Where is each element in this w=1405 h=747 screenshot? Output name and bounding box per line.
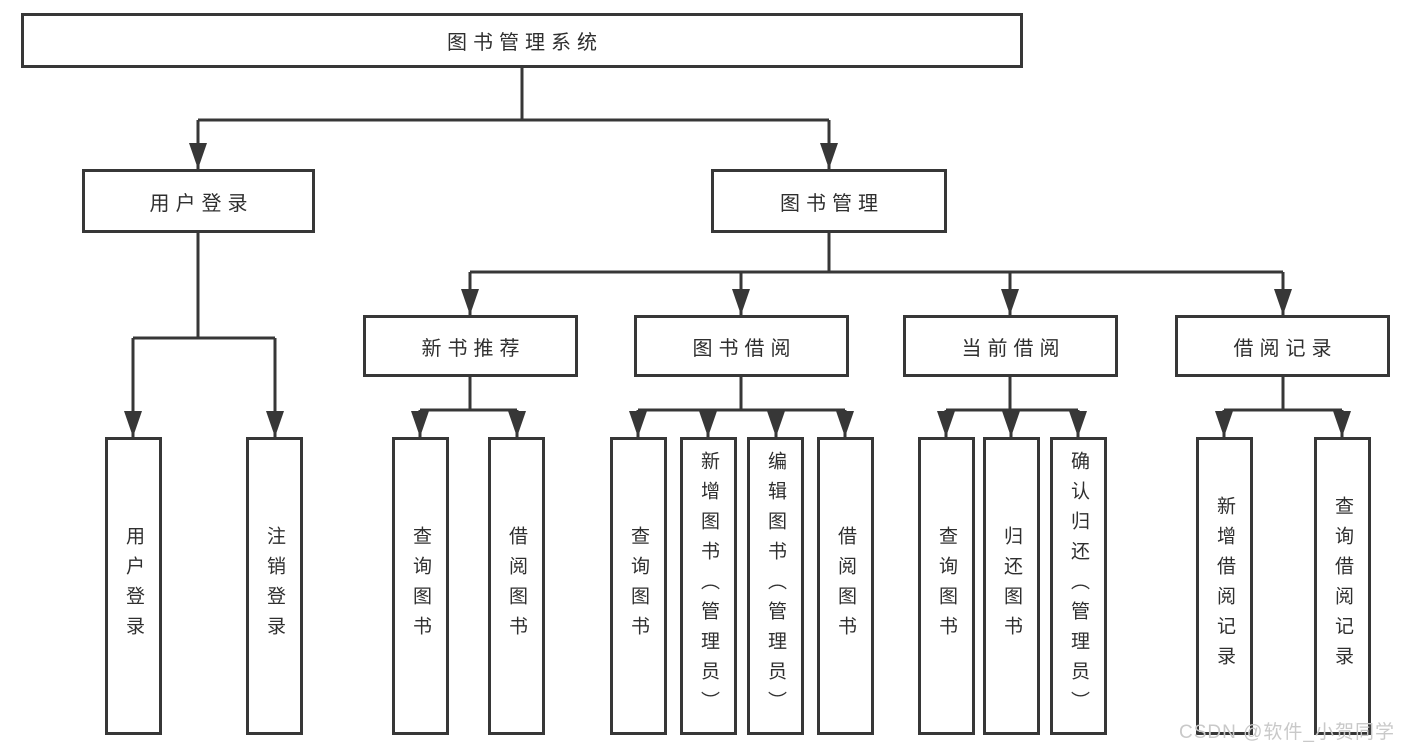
connector-book-management-to-level2 bbox=[461, 233, 1292, 315]
leaf-current-query-books: 查询图书 bbox=[918, 437, 975, 735]
leaf-user-login: 用户登录 bbox=[105, 437, 162, 735]
node-new-book-recommend: 新书推荐 bbox=[363, 315, 578, 377]
connector-user-login-to-leaves bbox=[124, 233, 284, 437]
leaf-return-books: 归还图书 bbox=[983, 437, 1040, 735]
leaf-logout: 注销登录 bbox=[246, 437, 303, 735]
node-user-login: 用户登录 bbox=[82, 169, 315, 233]
leaf-newbook-borrow-books: 借阅图书 bbox=[488, 437, 545, 735]
leaf-newbook-query-books: 查询图书 bbox=[392, 437, 449, 735]
leaf-borrow-query-books: 查询图书 bbox=[610, 437, 667, 735]
node-book-management: 图书管理 bbox=[711, 169, 947, 233]
leaf-edit-books-admin: 编辑图书（管理员） bbox=[747, 437, 804, 735]
connector-borrow-records-to-leaves bbox=[1215, 377, 1351, 437]
node-book-borrow: 图书借阅 bbox=[634, 315, 849, 377]
node-library-management-system: 图书管理系统 bbox=[21, 13, 1023, 68]
connector-root-to-level1 bbox=[189, 68, 838, 169]
connector-book-borrow-to-leaves bbox=[629, 377, 854, 437]
leaf-borrow-books: 借阅图书 bbox=[817, 437, 874, 735]
connector-new-book-recommend-to-leaves bbox=[411, 377, 526, 437]
leaf-query-borrow-record: 查询借阅记录 bbox=[1314, 437, 1371, 735]
connector-current-borrow-to-leaves bbox=[937, 377, 1087, 437]
leaf-add-borrow-record: 新增借阅记录 bbox=[1196, 437, 1253, 735]
leaf-add-books-admin: 新增图书（管理员） bbox=[680, 437, 737, 735]
node-current-borrow: 当前借阅 bbox=[903, 315, 1118, 377]
leaf-confirm-return-admin: 确认归还（管理员） bbox=[1050, 437, 1107, 735]
csdn-watermark: CSDN @软件_小贺同学 bbox=[1179, 722, 1395, 743]
node-borrow-records: 借阅记录 bbox=[1175, 315, 1390, 377]
